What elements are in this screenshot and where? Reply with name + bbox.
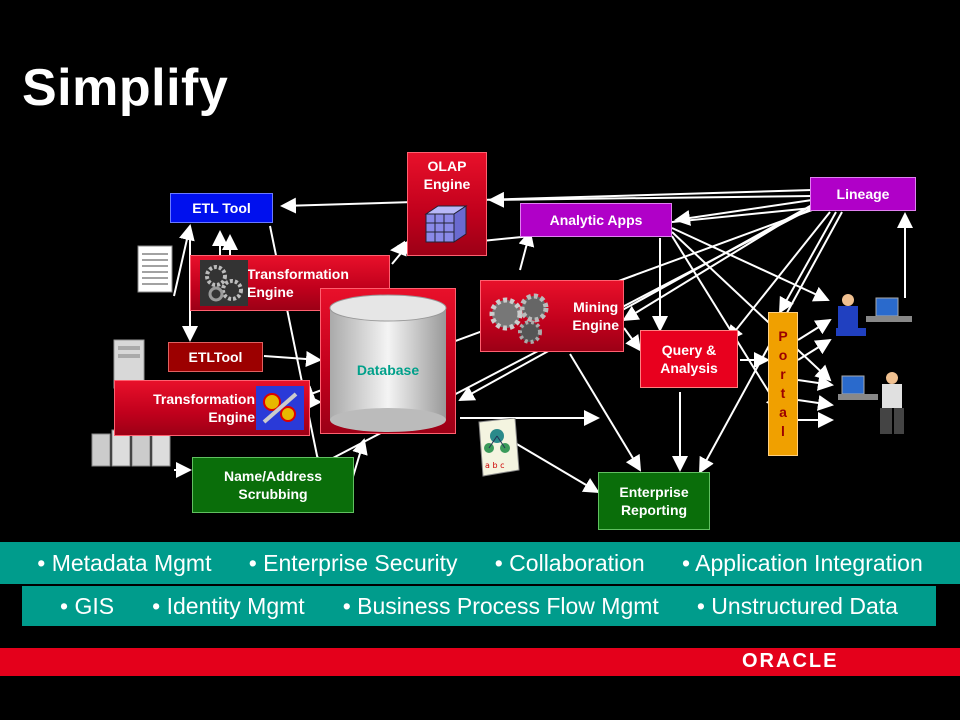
name-address-scrubbing-label: Name/Address Scrubbing (223, 467, 323, 502)
oracle-logo: ORACLE (742, 650, 839, 672)
user-workstation-icon (832, 290, 914, 340)
transformation-engine-top-label: Transformation Engine (247, 265, 349, 300)
lineage-label: Lineage (836, 185, 890, 202)
database-label: Database (356, 362, 420, 378)
transformation-engine-left-label: Transformation Engine (153, 390, 255, 425)
server-icon (134, 244, 176, 294)
enterprise-reporting-label: Enterprise Reporting (619, 483, 689, 518)
mining-gears-icon (484, 286, 560, 346)
svg-text:a b c: a b c (485, 461, 504, 470)
analytic-apps-label: Analytic Apps (549, 211, 643, 228)
gears-icon (200, 260, 248, 306)
feature-identity: • Identity Mgmt (152, 592, 305, 619)
user-workstation-icon-2 (836, 370, 916, 438)
feature-band-2: • GIS • Identity Mgmt • Business Process… (22, 586, 936, 626)
olap-cube-icon (424, 204, 468, 244)
analytic-apps-box: Analytic Apps (520, 203, 672, 237)
slide-title: Simplify (22, 59, 229, 117)
feature-gis: • GIS (60, 592, 115, 619)
portal-label: Portal (778, 328, 788, 439)
feature-band-1: • Metadata Mgmt • Enterprise Security • … (0, 542, 960, 584)
enterprise-reporting-box: Enterprise Reporting (598, 472, 710, 530)
query-analysis-label: Query & Analysis (660, 341, 718, 376)
etl-tool-mid-box: ETLTool (168, 342, 263, 372)
etl-tool-mid-label: ETLTool (188, 348, 243, 365)
document-tree-icon: a b c (475, 417, 521, 478)
etl-tool-top-box: ETL Tool (170, 193, 273, 223)
footer-bar (0, 648, 960, 676)
feature-app-integration: • Application Integration (681, 549, 923, 576)
olap-engine-label: OLAP Engine (423, 158, 471, 193)
portal-box: Portal (768, 312, 798, 456)
feature-metadata: • Metadata Mgmt (37, 549, 212, 576)
wrench-gear-icon (256, 386, 304, 430)
feature-collaboration: • Collaboration (494, 549, 645, 576)
feature-unstructured: • Unstructured Data (696, 592, 898, 619)
mining-engine-label: Mining Engine (572, 298, 619, 333)
database-cylinder-icon (326, 292, 450, 434)
query-analysis-box: Query & Analysis (640, 330, 738, 388)
lineage-box: Lineage (810, 177, 916, 211)
feature-security: • Enterprise Security (248, 549, 458, 576)
etl-tool-top-label: ETL Tool (192, 199, 251, 216)
feature-bpf: • Business Process Flow Mgmt (342, 592, 659, 619)
name-address-scrubbing-box: Name/Address Scrubbing (192, 457, 354, 513)
